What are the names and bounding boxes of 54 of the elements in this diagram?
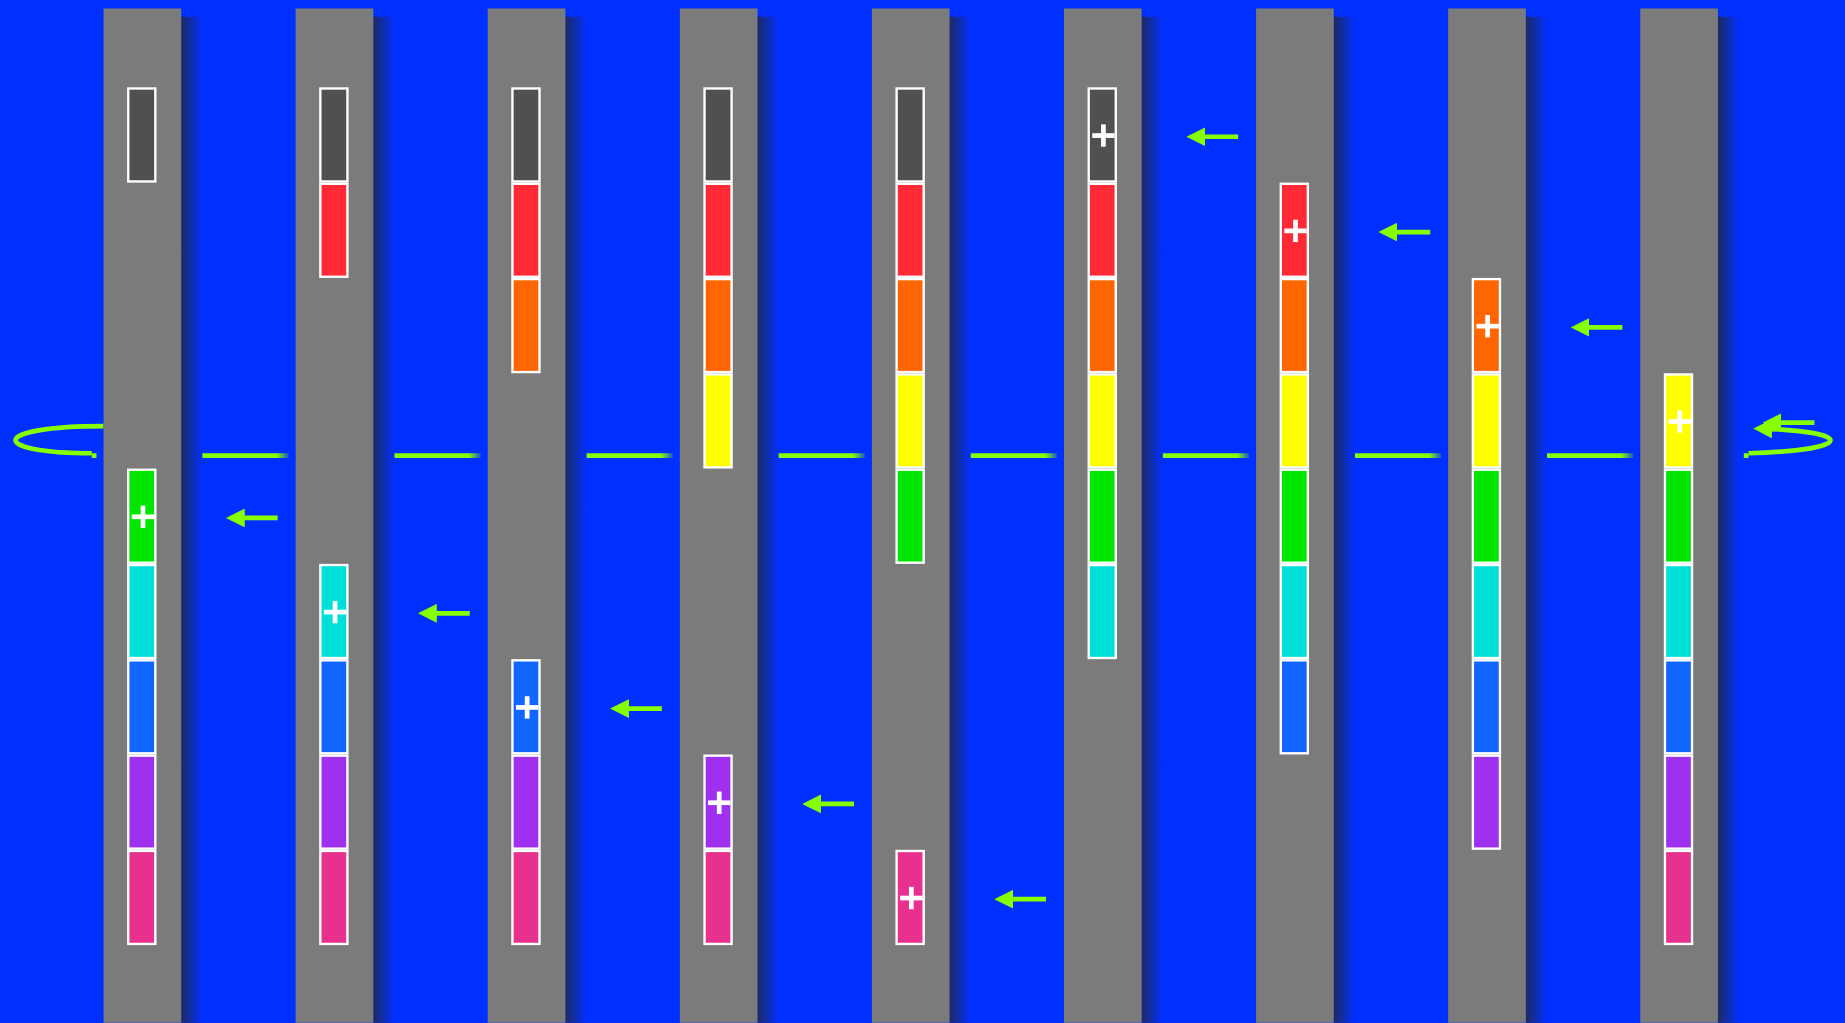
color-block bbox=[703, 277, 733, 374]
color-block bbox=[511, 87, 541, 183]
color-block bbox=[319, 563, 349, 660]
color-block bbox=[895, 849, 925, 946]
color-block bbox=[895, 182, 925, 278]
color-block bbox=[703, 182, 733, 278]
color-block bbox=[1087, 277, 1117, 374]
color-block bbox=[1087, 373, 1117, 469]
color-block bbox=[1087, 87, 1117, 183]
color-block bbox=[319, 659, 349, 755]
color-block bbox=[703, 754, 733, 850]
color-block bbox=[895, 277, 925, 374]
color-block bbox=[703, 849, 733, 946]
color-block bbox=[1471, 468, 1502, 564]
color-block bbox=[1279, 468, 1310, 564]
color-block bbox=[127, 659, 157, 755]
color-block bbox=[1087, 182, 1117, 278]
color-block bbox=[511, 659, 541, 755]
color-block bbox=[127, 468, 157, 564]
color-block bbox=[319, 87, 349, 183]
color-block bbox=[1471, 277, 1502, 374]
color-block bbox=[1279, 563, 1310, 660]
color-block bbox=[511, 754, 541, 850]
color-block bbox=[319, 754, 349, 850]
color-block bbox=[127, 563, 157, 660]
color-block bbox=[127, 849, 157, 946]
color-block bbox=[1663, 563, 1694, 660]
color-block bbox=[703, 373, 733, 469]
color-block bbox=[127, 754, 157, 850]
color-block bbox=[127, 87, 157, 183]
color-block bbox=[1087, 563, 1117, 660]
color-block bbox=[1663, 754, 1694, 850]
color-block bbox=[1279, 182, 1310, 278]
color-block bbox=[1663, 849, 1694, 946]
color-block bbox=[511, 277, 541, 374]
color-block bbox=[1279, 659, 1310, 755]
color-block bbox=[1663, 659, 1694, 755]
color-block bbox=[1663, 373, 1694, 469]
color-block bbox=[511, 182, 541, 278]
color-block bbox=[1279, 277, 1310, 374]
color-block bbox=[895, 373, 925, 469]
color-block bbox=[511, 849, 541, 946]
color-block bbox=[1471, 563, 1502, 660]
color-block bbox=[1471, 373, 1502, 469]
color-block bbox=[703, 87, 733, 183]
color-block bbox=[895, 87, 925, 183]
color-block bbox=[895, 468, 925, 564]
color-block bbox=[319, 849, 349, 946]
color-block bbox=[319, 182, 349, 278]
color-block bbox=[1471, 754, 1502, 850]
color-block bbox=[1279, 373, 1310, 469]
color-block bbox=[1087, 468, 1117, 564]
color-block bbox=[1471, 659, 1502, 755]
color-block bbox=[1663, 468, 1694, 564]
